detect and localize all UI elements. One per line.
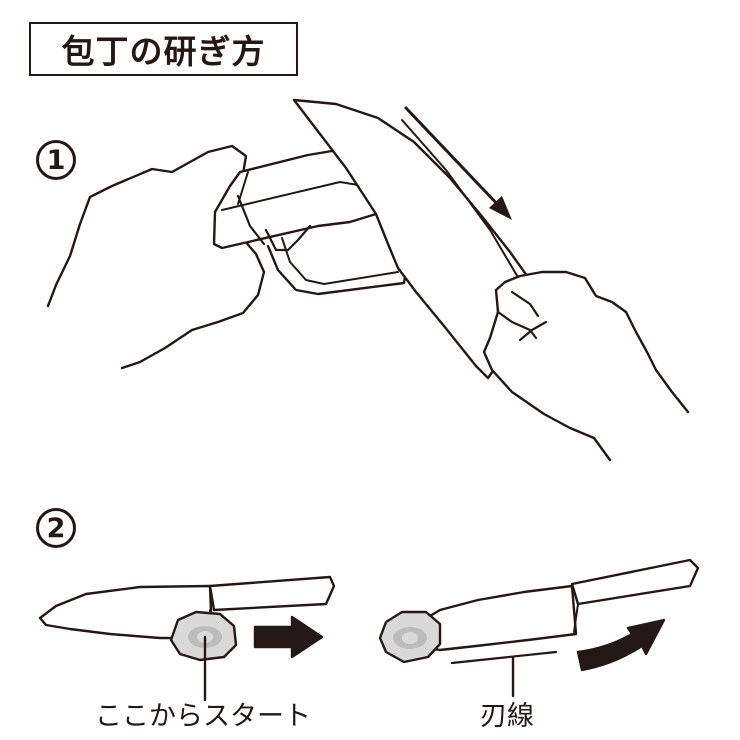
sharpener-base <box>268 246 406 294</box>
left-hand <box>48 146 264 368</box>
curve-arrow-icon <box>578 620 664 670</box>
left-knife-handle <box>210 577 334 610</box>
step-1-illustration <box>48 100 688 460</box>
step-2-right-illustration <box>380 560 698 696</box>
blade-line-label: 刃線 <box>480 703 534 730</box>
start-here-label: ここからスタート <box>95 703 311 730</box>
step-2-left-illustration <box>40 577 334 700</box>
blade-line-marker <box>452 652 556 663</box>
push-arrow-icon <box>255 617 322 657</box>
right-knife-handle <box>572 560 698 604</box>
right-hand <box>484 272 688 460</box>
